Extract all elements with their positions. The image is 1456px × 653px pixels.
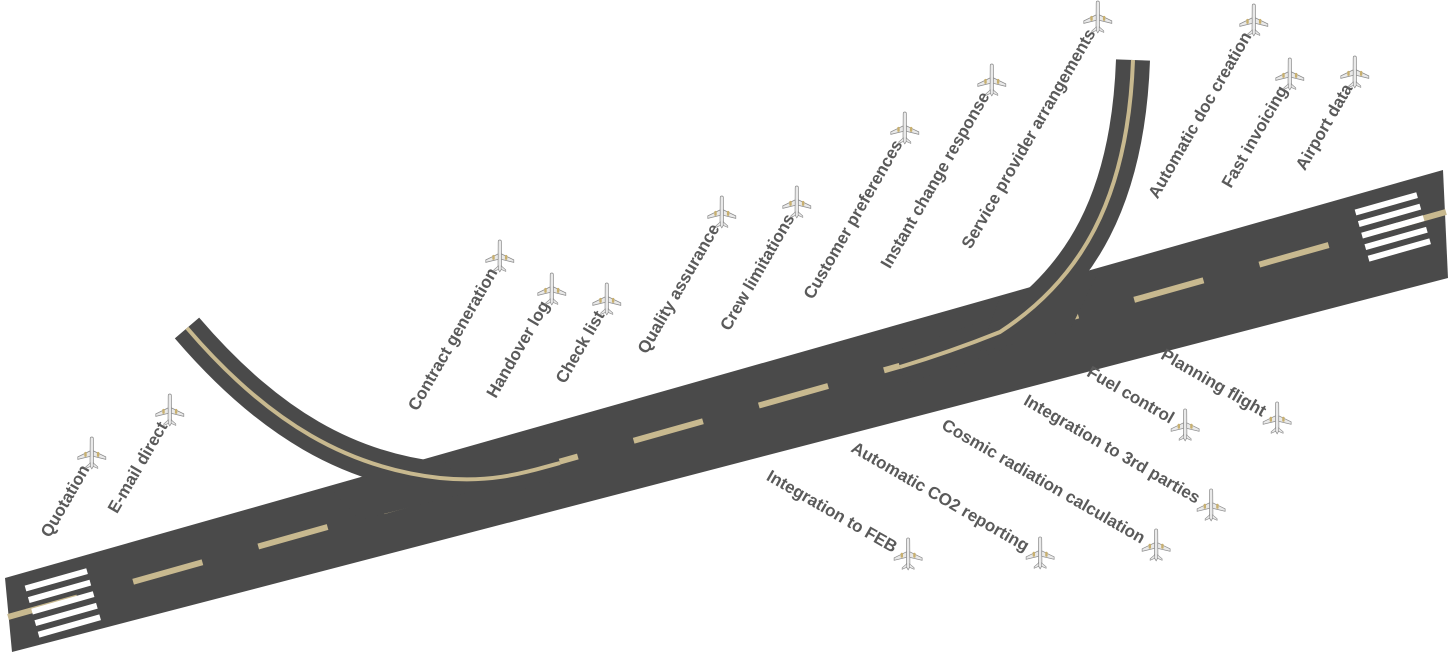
label-crew-limitations: Crew limitations	[716, 211, 798, 334]
left-taxiway-fillet	[330, 456, 470, 520]
plane-icon	[890, 111, 920, 145]
label-check-list: Check list	[552, 307, 609, 386]
right-taxiway-fillet	[980, 268, 1100, 352]
plane-icon	[707, 195, 737, 229]
main-runway	[5, 170, 1448, 652]
label-email-direct: E-mail direct	[104, 418, 172, 516]
plane-icon	[537, 272, 567, 306]
label-quotation: Quotation	[37, 462, 94, 541]
runway-surface	[5, 170, 1448, 652]
label-integration-feb: Integration to FEB	[763, 466, 900, 556]
right-taxiway	[895, 59, 1150, 384]
label-fuel-control: Fuel control	[1084, 362, 1178, 427]
plane-icon	[977, 63, 1007, 97]
plane-icon	[155, 393, 185, 427]
left-taxiway-centerline	[185, 326, 561, 482]
plane-icon	[1239, 3, 1269, 37]
label-customer-preferences: Customer preferences	[800, 137, 907, 303]
label-quality-assurance: Quality assurance	[634, 221, 724, 357]
label-fast-invoicing: Fast invoicing	[1218, 83, 1292, 191]
plane-icon	[1340, 55, 1370, 89]
left-taxiway	[174, 317, 565, 520]
label-airport-data: Airport data	[1292, 80, 1357, 173]
plane-icon	[1275, 57, 1305, 91]
plane-icon	[782, 185, 812, 219]
threshold-right	[1354, 192, 1431, 262]
threshold-left	[24, 568, 101, 638]
plane-icon	[1083, 0, 1113, 34]
right-taxiway-centerline	[899, 59, 1135, 369]
plane-icon	[77, 436, 107, 470]
plane-icon	[592, 282, 622, 316]
plane-icon	[485, 239, 515, 273]
label-handover-log: Handover log	[483, 298, 554, 402]
label-service-provider-arrangements: Service provider arrangements	[958, 26, 1100, 252]
label-cosmic-radiation: Cosmic radiation calculation	[939, 415, 1149, 547]
